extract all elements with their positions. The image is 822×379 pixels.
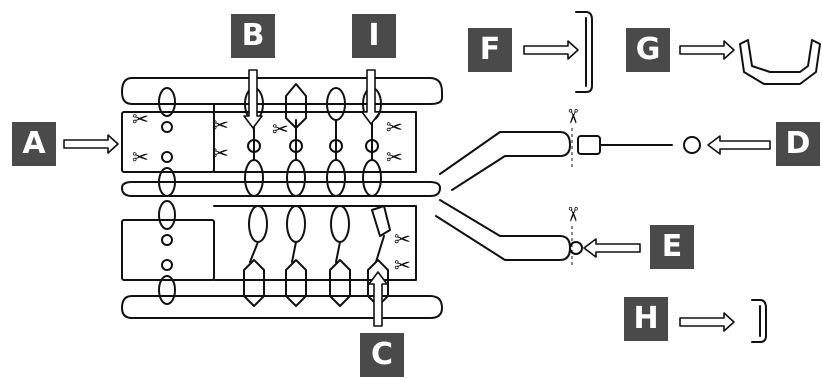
scissors-icon: ✂ xyxy=(394,253,411,277)
part-f-bracket xyxy=(575,11,593,93)
arrow-f xyxy=(523,40,579,60)
label-b: B xyxy=(231,14,275,58)
sprue-bottom-rail xyxy=(121,295,443,319)
scissors-icon: ✂ xyxy=(561,206,585,223)
part-upper-left-2 xyxy=(158,167,176,197)
scissors-icon: ✂ xyxy=(272,117,289,141)
sprue-middle-rail xyxy=(121,181,441,197)
part-lower-left-joint-2 xyxy=(161,259,173,271)
arrow-b xyxy=(243,69,263,129)
arrow-h xyxy=(679,312,735,332)
part-d-ring xyxy=(683,136,701,154)
part-lower-left-2 xyxy=(158,275,176,305)
scissors-icon: ✂ xyxy=(561,108,585,125)
scissors-icon: ✂ xyxy=(386,145,403,169)
lower-parts-row xyxy=(243,205,391,307)
part-h-bracket xyxy=(751,299,767,343)
scissors-icon: ✂ xyxy=(132,107,149,131)
arrow-i xyxy=(361,69,381,125)
part-lower-left-1 xyxy=(158,200,176,230)
lower-right-panel xyxy=(213,205,417,281)
label-d: D xyxy=(776,122,820,166)
scissors-icon: ✂ xyxy=(132,145,149,169)
upper-right-panel xyxy=(213,103,417,173)
part-upper-left-joint-1 xyxy=(161,121,173,133)
arrow-a xyxy=(63,134,119,154)
label-e: E xyxy=(650,225,694,269)
scissors-icon: ✂ xyxy=(212,113,229,137)
label-i: I xyxy=(352,14,396,58)
part-upper-left-joint-2 xyxy=(161,151,173,163)
part-lower-left-joint-1 xyxy=(161,234,173,246)
scissors-icon: ✂ xyxy=(386,115,403,139)
arrow-d xyxy=(707,135,771,155)
sprue-branch-upper xyxy=(439,131,571,191)
part-g-bridge xyxy=(739,39,821,85)
sprue-outer-rail xyxy=(121,77,443,105)
scissors-icon: ✂ xyxy=(212,141,229,165)
arrow-g xyxy=(679,40,735,60)
label-c: C xyxy=(360,333,404,377)
lower-left-panel xyxy=(121,219,215,281)
scissors-icons: ✂ ✂ ✂ ✂ ✂ ✂ ✂ ✂ ✂ ✂ ✂ xyxy=(132,107,585,277)
label-g: G xyxy=(626,28,670,72)
scissors-icon: ✂ xyxy=(394,227,411,251)
arrow-c xyxy=(368,271,388,327)
part-upper-left-1 xyxy=(158,87,176,117)
arrow-e xyxy=(583,238,641,258)
label-f: F xyxy=(468,28,512,72)
label-a: A xyxy=(12,122,56,166)
part-e-ring xyxy=(569,241,583,255)
label-h: H xyxy=(624,297,668,341)
